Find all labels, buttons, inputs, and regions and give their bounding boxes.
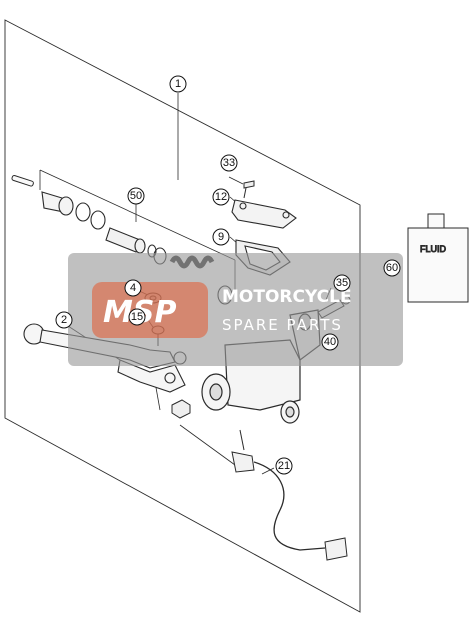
cover-screw [243, 180, 255, 199]
callout-21-label: 21 [278, 460, 290, 472]
callout-40[interactable]: 40 [321, 333, 339, 351]
callout-1[interactable]: 1 [169, 75, 187, 93]
callout-4-label: 4 [130, 282, 136, 294]
callout-50-label: 50 [130, 190, 142, 202]
callout-15-label: 15 [131, 311, 143, 323]
fluid-label: FLUID [420, 244, 447, 254]
callout-2[interactable]: 2 [55, 311, 73, 329]
watermark-line2: SPARE PARTS [222, 316, 343, 334]
callout-50[interactable]: 50 [127, 187, 145, 205]
assembly-panel [4, 19, 361, 613]
callout-60[interactable]: 60 [383, 259, 401, 277]
push-rod-pin [11, 175, 34, 187]
callout-40-label: 40 [324, 336, 336, 348]
callout-21[interactable]: 21 [275, 457, 293, 475]
watermark: MSP MOTORCYCLE SPARE PARTS [68, 253, 403, 366]
callout-35[interactable]: 35 [333, 274, 351, 292]
callout-9[interactable]: 9 [212, 228, 230, 246]
callout-12[interactable]: 12 [212, 188, 230, 206]
callout-4[interactable]: 4 [124, 279, 142, 297]
callout-15[interactable]: 15 [128, 308, 146, 326]
callout-60-label: 60 [386, 262, 398, 274]
fluid-bottle: FLUID [407, 213, 469, 303]
callout-12-label: 12 [215, 191, 227, 203]
callout-33[interactable]: 33 [220, 154, 238, 172]
brake-light-switch [231, 429, 348, 561]
watermark-logo-badge [92, 282, 208, 338]
callout-2-label: 2 [61, 314, 67, 326]
callout-1-label: 1 [175, 78, 181, 90]
callout-9-label: 9 [218, 231, 224, 243]
adjuster-nut [171, 399, 191, 419]
piston-boot-set [41, 191, 106, 230]
reservoir-cover [231, 199, 297, 229]
watermark-line1: MOTORCYCLE [222, 287, 352, 307]
callout-33-label: 33 [223, 157, 235, 169]
callout-35-label: 35 [336, 277, 348, 289]
